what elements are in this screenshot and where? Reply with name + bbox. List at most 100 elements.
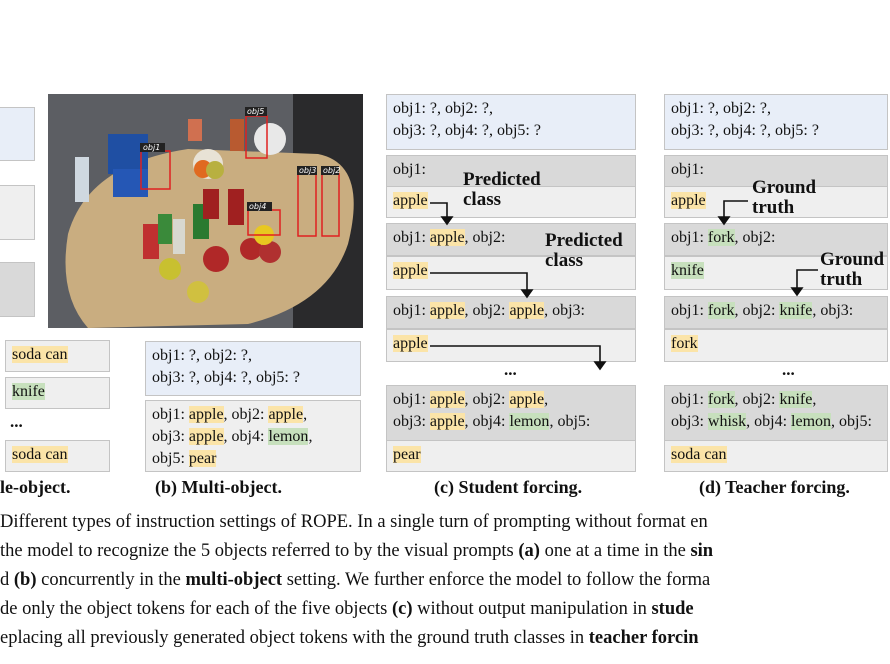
ground-truth-token: knife [12,383,45,400]
ground-truth-token: lemon [791,413,832,430]
text-line: obj5: pear [152,448,354,470]
context-row: obj1: apple, obj2: apple, obj3: [386,296,636,329]
text-line: soda can [671,444,881,466]
text: obj3: [393,413,430,430]
answer-bubble: knife [5,377,110,409]
prompt-bubble: obj1: ?, obj2: ?, obj3: ?, obj4: ?, obj5:… [386,94,636,150]
figure-caption-line: eplacing all previously generated object… [0,624,699,653]
text: obj3: ?, obj4: ?, obj5: ? [152,369,300,386]
text: , obj5: [831,413,872,430]
ground-truth-token: whisk [707,413,747,430]
text: , [303,406,308,423]
text-line: obj1: fork, obj2: [671,227,881,249]
predicted-token: pear [188,450,217,467]
single-object-box [0,262,35,317]
figure-caption-line: d (b) concurrently in the multi-object s… [0,566,710,595]
text: , [308,428,313,445]
ground-truth-token: lemon [509,413,550,430]
obj5-label: obj5 [247,107,264,116]
prompt-bubble: obj1: ?, obj2: ?, obj3: ?, obj4: ?, obj5:… [664,94,888,150]
predicted-token: apple [268,406,304,423]
context-row: obj1: fork, obj2: [664,223,888,256]
caption-text: without output manipulation in [412,599,652,619]
caption-text: concurrently in the [36,570,186,590]
ground-truth-token: knife [779,302,813,319]
text-line: obj1: ?, obj2: ?, [671,98,881,120]
text: obj1: [393,302,430,319]
text: , obj2: [464,229,506,246]
text: obj1: [393,161,426,178]
text: , obj4: [746,413,792,430]
text: obj1: ?, obj2: ?, [393,100,493,117]
predicted-token: pear [393,446,421,463]
answer-bubble: soda can [5,440,110,472]
text-line: obj3: ?, obj4: ?, obj5: ? [393,120,629,142]
ellipsis: ... [10,412,23,431]
caption-text: eplacing all previously generated object… [0,628,589,648]
answer-bubble: obj1: apple, obj2: apple,obj3: apple, ob… [145,400,361,472]
predicted-token: apple [429,302,465,319]
text: , obj5: [549,413,591,430]
text-line: knife [12,381,103,403]
text-line: obj3: whisk, obj4: lemon, obj5: [671,411,881,433]
text-line: apple [671,190,881,212]
predicted-token: apple [393,335,428,352]
text-line: obj1: apple, obj2: apple, [393,389,629,411]
text: obj1: ?, obj2: ?, [152,347,252,364]
text: obj3: ?, obj4: ?, obj5: ? [671,122,819,139]
output-row: pear [386,440,636,472]
caption-text: setting. We further enforce the model to… [282,570,711,590]
single-object-box [0,185,35,240]
ground-truth-token: knife [779,391,813,408]
obj3-label: obj3 [299,166,316,175]
predicted-class-annotation: Predicted class [545,230,623,271]
text: obj1: [671,391,708,408]
predicted-token: apple [188,428,224,445]
text: obj3: [671,413,708,430]
obj4-label: obj4 [249,202,266,211]
text: , obj2: [734,391,780,408]
caption-bold: teacher forcin [588,628,699,648]
text-line: obj1: apple, obj2: apple, [152,404,354,426]
text: , obj2: [464,302,510,319]
text-line: obj3: ?, obj4: ?, obj5: ? [671,120,881,142]
caption-a: le-object. [0,477,71,497]
caption-d: (d) Teacher forcing. [699,477,850,497]
text: , obj2: [734,302,780,319]
predicted-token: apple [429,413,465,430]
text-line: obj1: [393,159,629,181]
text: , obj4: [464,413,510,430]
caption-bold: sin [690,541,714,561]
obj2-label: obj2 [323,166,340,175]
caption-c: (c) Student forcing. [434,477,583,497]
ground-truth-token: fork [707,391,735,408]
text: obj1: [393,229,430,246]
text: , obj2: [223,406,269,423]
ellipsis: ... [782,360,795,379]
text-line: soda can [12,444,103,466]
output-row: knife [664,256,888,290]
predicted-token: apple [393,192,428,209]
predicted-token: apple [188,406,224,423]
caption-bold: (a) [518,541,540,561]
text-line: knife [671,260,881,282]
text-line: obj1: fork, obj2: knife, [671,389,881,411]
text-line: apple [393,260,629,282]
caption-bold: multi-object [185,570,283,590]
predicted-token: soda can [12,446,68,463]
predicted-class-annotation: Predicted class [463,169,541,210]
caption-bold: (c) [391,599,413,619]
caption-bold: stude [651,599,694,619]
text-line: obj1: apple, obj2: apple, obj3: [393,300,629,322]
output-row: soda can [664,440,888,472]
text: obj1: [671,161,704,178]
ground-truth-token: knife [671,262,704,279]
ellipsis: ... [504,360,517,379]
text: obj1: [393,391,430,408]
text: obj1: ?, obj2: ?, [671,100,771,117]
text-line: obj1: ?, obj2: ?, [393,98,629,120]
figure-caption-line: Different types of instruction settings … [0,508,708,537]
caption-text: Different types of instruction settings … [0,512,708,532]
predicted-token: apple [671,192,706,209]
text: , obj2: [734,229,776,246]
